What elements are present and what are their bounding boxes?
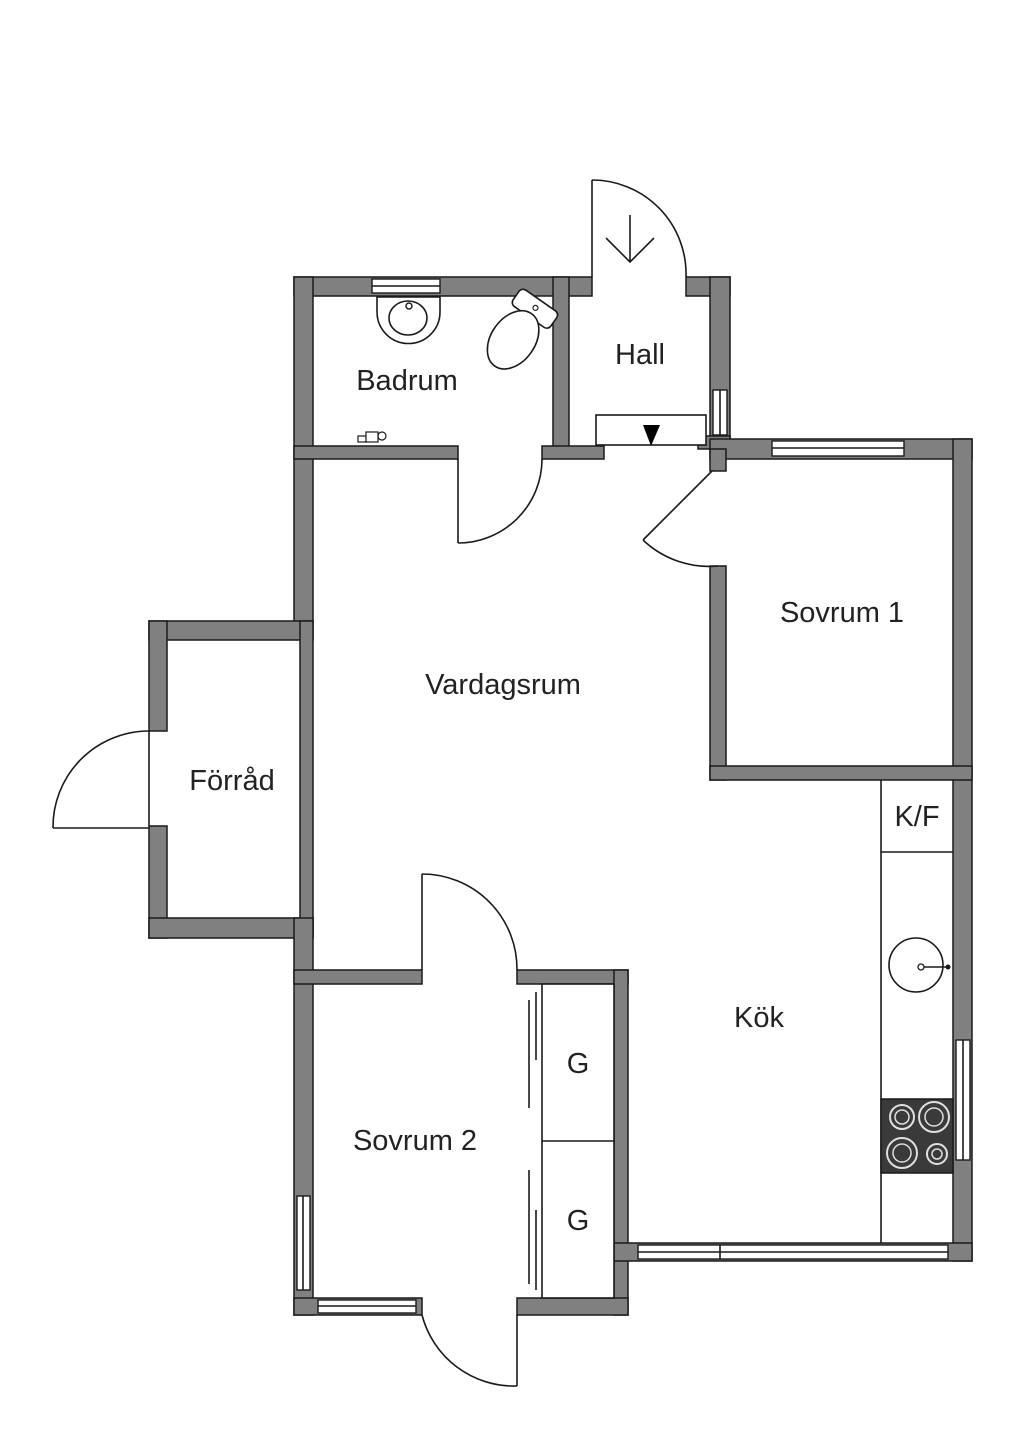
wall-forrad-right [299, 620, 314, 939]
sovrum1-door[interactable] [642, 470, 719, 568]
entrance-door[interactable] [591, 179, 687, 278]
wardrobe-label-1: G [567, 1048, 590, 1080]
room-label-badrum: Badrum [356, 365, 458, 397]
wall-badrum-bottom-left [293, 445, 459, 460]
wardrobes [528, 983, 615, 1299]
wall-sovrum2-top-right [516, 969, 629, 985]
room-label-kok: Kök [734, 1002, 784, 1034]
wall-sovrum2-right [613, 969, 629, 1316]
wall-sovrum1-left [709, 565, 727, 781]
wall-sovrum1-bottom [709, 765, 973, 781]
windows [296, 278, 971, 1314]
wall-forrad-left-upper [148, 620, 168, 732]
wall-badrum-top [293, 276, 593, 297]
wall-forrad-top [148, 620, 314, 641]
fridge-freezer-label: K/F [894, 801, 939, 833]
sovrum2-door[interactable] [421, 873, 518, 971]
wall-sovrum2-top-left [293, 969, 423, 985]
entrance-arrow-icon [605, 215, 655, 264]
threshold-arrow-icon [643, 425, 660, 446]
room-label-sovrum1: Sovrum 1 [780, 597, 904, 629]
sink-icon [888, 937, 951, 993]
room-label-vardagsrum: Vardagsrum [425, 669, 581, 701]
wall-forrad-bottom [148, 917, 314, 939]
room-label-hall: Hall [615, 339, 665, 371]
wall-bath-hall-divider [552, 276, 570, 459]
wall-sovrum2-bottom-right [516, 1297, 629, 1316]
toilet-icon [486, 288, 559, 370]
wardrobe-label-2: G [567, 1205, 590, 1237]
faucet-icon [357, 431, 387, 443]
wall-badrum-bottom-right [541, 445, 605, 460]
stove-icon [880, 1098, 954, 1174]
forrad-door[interactable] [52, 730, 150, 829]
room-label-sovrum2: Sovrum 2 [353, 1125, 477, 1157]
sovrum2-balcony-door[interactable] [421, 1314, 518, 1387]
room-label-forrad: Förråd [189, 765, 274, 797]
wall-sovrum1-stub [709, 448, 727, 472]
sink-icon [376, 296, 441, 345]
doors [52, 179, 719, 1387]
badrum-door[interactable] [457, 458, 543, 544]
